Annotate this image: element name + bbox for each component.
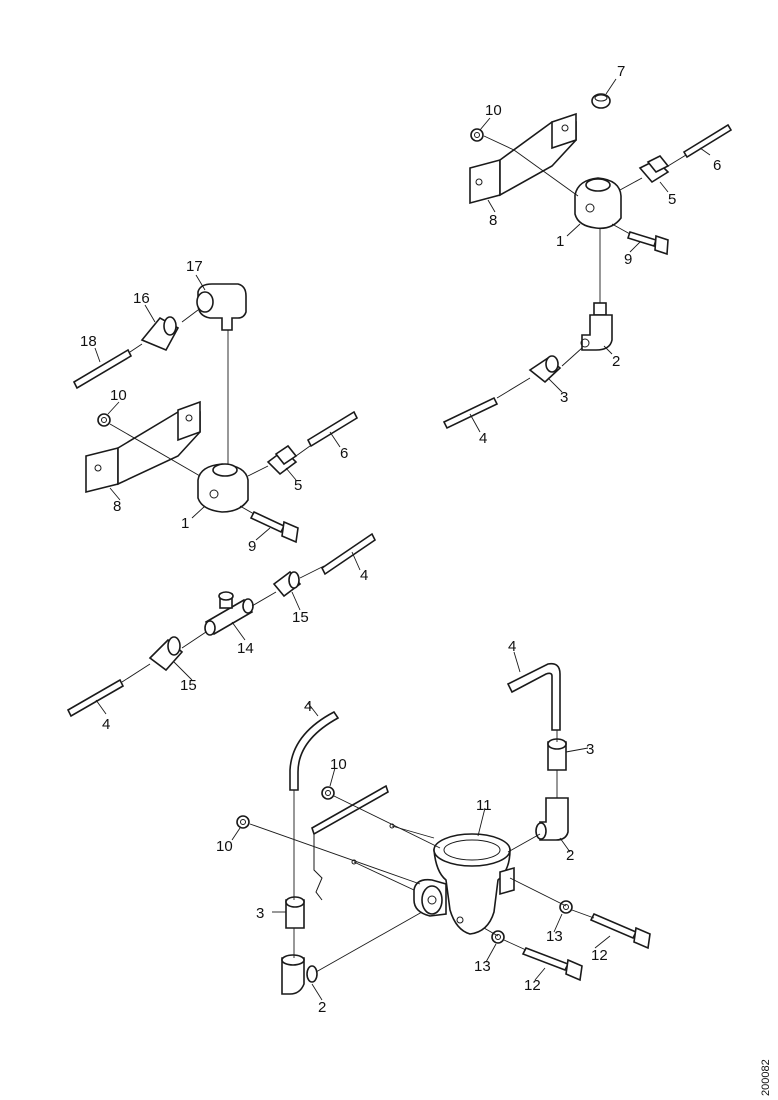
callout-2: 2 [612,353,620,370]
tube-part-6-b [306,410,359,448]
fitting-part-5-b [266,444,298,476]
callout-labels: 7 10 6 5 8 1 9 2 3 4 17 16 18 10 8 6 5 1… [80,63,721,1016]
nut-part-13-b [491,930,505,944]
fitting-part-3-c [285,896,305,929]
callout-2-b: 2 [566,847,574,864]
fitting-part-3 [528,355,562,384]
elbow-part-17 [196,283,247,331]
callout-12-b: 12 [524,977,541,994]
bracket-part-8-b [85,400,201,494]
tube-part-4-e [506,662,561,731]
leader-lines [94,78,711,1001]
assembly-top-right [442,93,733,430]
callout-4-e: 4 [508,638,516,655]
nut-part-10 [470,128,484,142]
callout-7: 7 [617,63,625,80]
callout-4-c: 4 [360,567,368,584]
drawing-number: 200082 [760,1059,772,1096]
elbow-part-2-c [281,954,318,995]
assembly-tee [66,532,377,718]
bolt-part-9 [626,231,669,256]
callout-17: 17 [186,258,203,275]
callout-15: 15 [292,609,309,626]
nut-part-10-b [97,413,111,427]
callout-12: 12 [591,947,608,964]
elbow-part-2-b [535,797,569,841]
nut-part-10-d [236,815,250,829]
callout-16: 16 [133,290,150,307]
callout-3-b: 3 [586,741,594,758]
callout-13: 13 [546,928,563,945]
callout-6-b: 6 [340,445,348,462]
nut-part-10-c [321,786,335,800]
callout-4-f: 4 [304,698,312,715]
assembly-middle-left [72,283,359,544]
fitting-part-15 [272,570,302,598]
tube-part-18 [72,348,133,390]
elbow-part-2 [580,302,613,351]
bolt-part-12 [589,912,651,950]
callout-13-b: 13 [474,958,491,975]
tube-part-4-d [66,678,125,718]
valve-body-part-1 [574,177,622,230]
callout-1: 1 [556,233,564,250]
callout-3-c: 3 [256,905,264,922]
fitting-part-15-b [148,636,184,672]
strap-part [311,784,389,901]
callout-9: 9 [624,251,632,268]
bracket-part-8 [469,112,577,205]
callout-8: 8 [489,212,497,229]
callout-2-c: 2 [318,999,326,1016]
fitting-part-5 [638,154,670,184]
callout-9-b: 9 [248,538,256,555]
callout-10-c: 10 [330,756,347,773]
callout-15-b: 15 [180,677,197,694]
assembly-bottom [236,662,651,995]
callout-4-d: 4 [102,716,110,733]
tube-part-6 [682,123,733,159]
callout-10-b: 10 [110,387,127,404]
callout-14: 14 [237,640,254,657]
fitting-part-16 [140,316,180,352]
tube-part-4-f [289,710,340,791]
callout-5: 5 [668,191,676,208]
bolt-part-12-b [521,946,583,982]
callout-10: 10 [485,102,502,119]
cap-part-7 [591,93,611,109]
tube-part-4-c [320,532,377,576]
valve-part-11 [413,833,515,935]
valve-body-part-1-b [197,463,249,513]
callout-11: 11 [476,797,492,814]
callout-8-b: 8 [113,498,121,515]
tee-part-14 [204,591,254,636]
callout-3: 3 [560,389,568,406]
bolt-part-9-b [249,510,299,544]
callout-4: 4 [479,430,487,447]
nut-part-13 [559,900,573,914]
callout-6: 6 [713,157,721,174]
callout-1-b: 1 [181,515,189,532]
tube-part-4 [442,396,499,430]
callout-18: 18 [80,333,97,350]
callout-10-d: 10 [216,838,233,855]
callout-5-b: 5 [294,477,302,494]
fitting-part-3-b [547,738,567,771]
